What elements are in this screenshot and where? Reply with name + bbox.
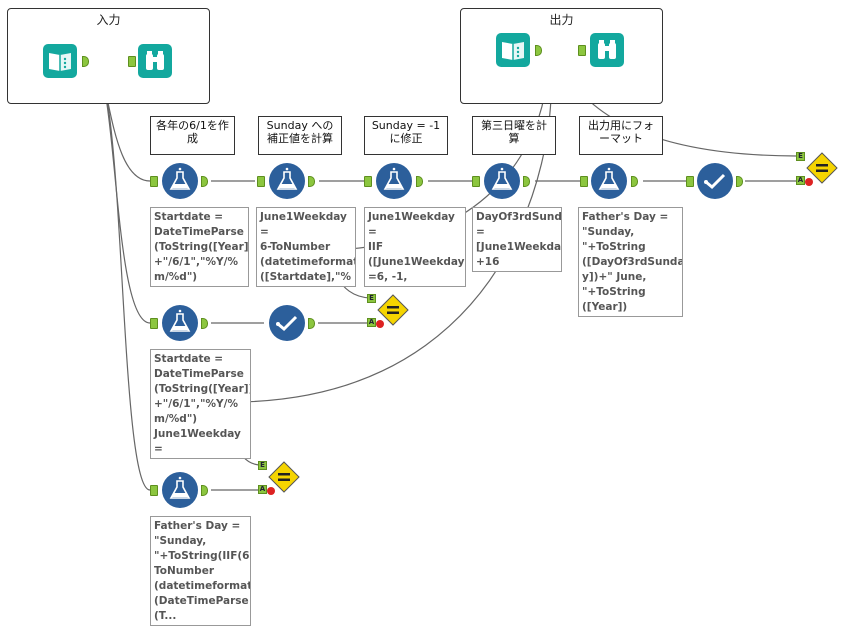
output-anchor[interactable]	[631, 176, 638, 187]
binoculars-icon	[598, 40, 616, 59]
select-tool[interactable]	[697, 163, 733, 199]
browse-tool[interactable]	[590, 33, 624, 67]
compare-anchor-e[interactable]: E	[367, 294, 376, 303]
output-anchor[interactable]	[308, 176, 315, 187]
select-tool[interactable]	[269, 305, 305, 341]
container-title: 入力	[96, 13, 121, 27]
flask-icon	[169, 167, 191, 190]
input-anchor[interactable]	[686, 176, 694, 187]
flask-icon	[169, 476, 191, 499]
input-data-tool[interactable]	[496, 33, 530, 67]
formula-annotation: June1Weekday = IIF ([June1Weekday] =6, -…	[364, 207, 466, 287]
error-badge	[376, 320, 384, 328]
output-anchor[interactable]	[82, 56, 89, 67]
formula-annotation: Father's Day = "Sunday, "+ToString ([Day…	[578, 207, 683, 317]
formula-tool[interactable]	[162, 472, 198, 508]
equals-icon	[268, 461, 300, 493]
book-icon	[49, 53, 71, 71]
input-anchor[interactable]	[364, 176, 372, 187]
input-anchor[interactable]	[150, 176, 158, 187]
output-anchor[interactable]	[201, 318, 208, 329]
checkmark-icon	[276, 315, 298, 332]
input-anchor[interactable]	[580, 176, 588, 187]
input-anchor[interactable]	[128, 56, 136, 67]
input-anchor[interactable]	[150, 485, 158, 496]
test-tool[interactable]	[268, 461, 300, 493]
formula-annotation: Father's Day = "Sunday, "+ToString(IIF(6…	[150, 516, 251, 626]
binoculars-icon	[146, 51, 164, 70]
compare-anchor-e[interactable]: E	[258, 461, 267, 470]
browse-tool[interactable]	[138, 44, 172, 78]
compare-anchor-e[interactable]: E	[796, 152, 805, 161]
equals-icon	[806, 152, 838, 184]
formula-tool[interactable]	[162, 305, 198, 341]
output-anchor[interactable]	[523, 176, 530, 187]
flask-icon	[276, 167, 298, 190]
formula-annotation: June1Weekday = 6-ToNumber (datetimeforma…	[256, 207, 356, 287]
compare-anchor-a[interactable]: A	[796, 176, 805, 185]
tool-label: 第三日曜を計算	[472, 116, 556, 155]
formula-tool[interactable]	[591, 163, 627, 199]
compare-anchor-a[interactable]: A	[258, 485, 267, 494]
connection	[91, 60, 151, 491]
test-tool[interactable]	[806, 152, 838, 184]
output-anchor[interactable]	[535, 45, 542, 56]
tool-label: 各年の6/1を作成	[150, 116, 235, 155]
book-icon	[502, 42, 524, 60]
tool-label: 出力用にフォーマット	[579, 116, 663, 155]
input-anchor[interactable]	[150, 318, 158, 329]
flask-icon	[491, 167, 513, 190]
compare-anchor-a[interactable]: A	[367, 318, 376, 327]
checkmark-icon	[704, 173, 726, 190]
tool-label: Sunday = -1 に修正	[364, 116, 448, 155]
output-container[interactable]: 出力	[460, 8, 663, 104]
input-data-tool[interactable]	[43, 44, 77, 78]
output-anchor[interactable]	[736, 176, 743, 187]
formula-tool[interactable]	[376, 163, 412, 199]
error-badge	[267, 487, 275, 495]
flask-icon	[169, 309, 191, 332]
formula-annotation: Startdate = DateTimeParse (ToString([Yea…	[150, 207, 249, 287]
tool-label: Sunday への補正値を計算	[258, 116, 342, 155]
input-anchor[interactable]	[578, 45, 586, 56]
equals-icon	[377, 294, 409, 326]
output-anchor[interactable]	[201, 176, 208, 187]
flask-icon	[598, 167, 620, 190]
formula-tool[interactable]	[162, 163, 198, 199]
formula-annotation: Startdate = DateTimeParse (ToString([Yea…	[150, 349, 251, 459]
output-anchor[interactable]	[201, 485, 208, 496]
input-anchor[interactable]	[257, 176, 265, 187]
output-anchor[interactable]	[416, 176, 423, 187]
input-container[interactable]: 入力	[7, 8, 210, 104]
formula-tool[interactable]	[484, 163, 520, 199]
formula-tool[interactable]	[269, 163, 305, 199]
input-anchor[interactable]	[472, 176, 480, 187]
test-tool[interactable]	[377, 294, 409, 326]
error-badge	[805, 178, 813, 186]
container-title: 出力	[549, 13, 574, 27]
flask-icon	[383, 167, 405, 190]
output-anchor[interactable]	[308, 318, 315, 329]
